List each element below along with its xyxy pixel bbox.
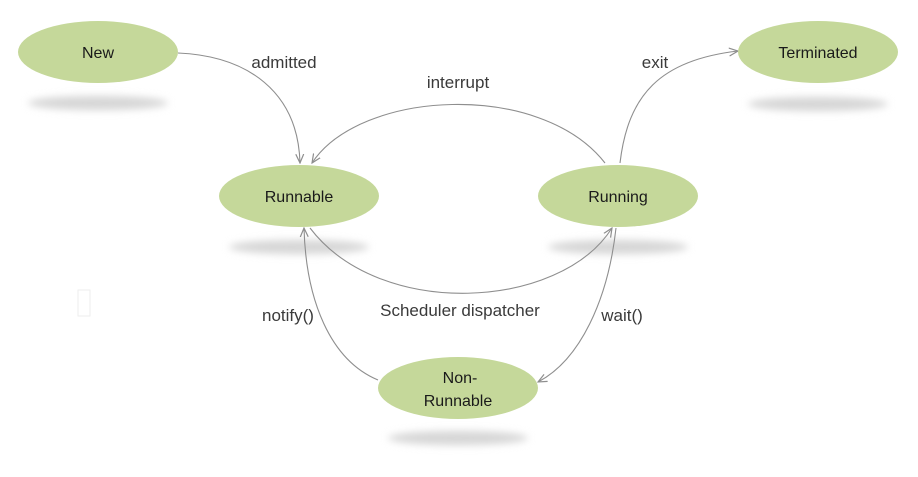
notify-edge: [304, 228, 379, 381]
node-runnable: Runnable: [219, 165, 379, 227]
node-runnable-label: Runnable: [265, 189, 334, 206]
scheduler-dispatcher-label: Scheduler dispatcher: [380, 301, 540, 320]
node-non-runnable-shape: [378, 357, 538, 419]
nodes: New Terminated Runnable Running Non- Run…: [18, 21, 898, 419]
node-new-label: New: [82, 45, 114, 62]
admitted-edge: [177, 52, 300, 163]
node-terminated: Terminated: [738, 21, 898, 83]
exit-edge: [619, 51, 738, 164]
node-running-shape: [538, 165, 698, 227]
notify-label: notify(): [262, 306, 314, 325]
faint-artifact: [77, 289, 91, 317]
edge-labels: admitted interrupt exit Scheduler dispat…: [251, 53, 668, 325]
non-runnable-shadow: [388, 431, 528, 445]
admitted-label: admitted: [251, 53, 316, 72]
new-shadow: [28, 96, 168, 110]
wait-edge: [538, 227, 617, 382]
node-new: New: [18, 21, 178, 83]
edges: [177, 51, 738, 382]
interrupt-edge: [312, 103, 606, 163]
interrupt-label: interrupt: [427, 73, 490, 92]
exit-label: exit: [642, 53, 669, 72]
terminated-shadow: [748, 97, 888, 111]
node-terminated-shape: [738, 21, 898, 83]
node-runnable-shape: [219, 165, 379, 227]
node-non-runnable-label-line2: Runnable: [424, 393, 493, 410]
node-non-runnable-label-line1: Non-: [443, 370, 478, 387]
runnable-shadow: [229, 240, 369, 254]
node-running: Running: [538, 165, 698, 227]
node-terminated-label: Terminated: [778, 45, 857, 62]
scheduler-dispatcher-edge: [309, 228, 612, 294]
running-shadow: [548, 240, 688, 254]
node-non-runnable: Non- Runnable: [378, 357, 538, 419]
node-shadows: [28, 96, 888, 445]
node-new-shape: [18, 21, 178, 83]
wait-label: wait(): [600, 306, 643, 325]
node-running-label: Running: [588, 189, 648, 206]
